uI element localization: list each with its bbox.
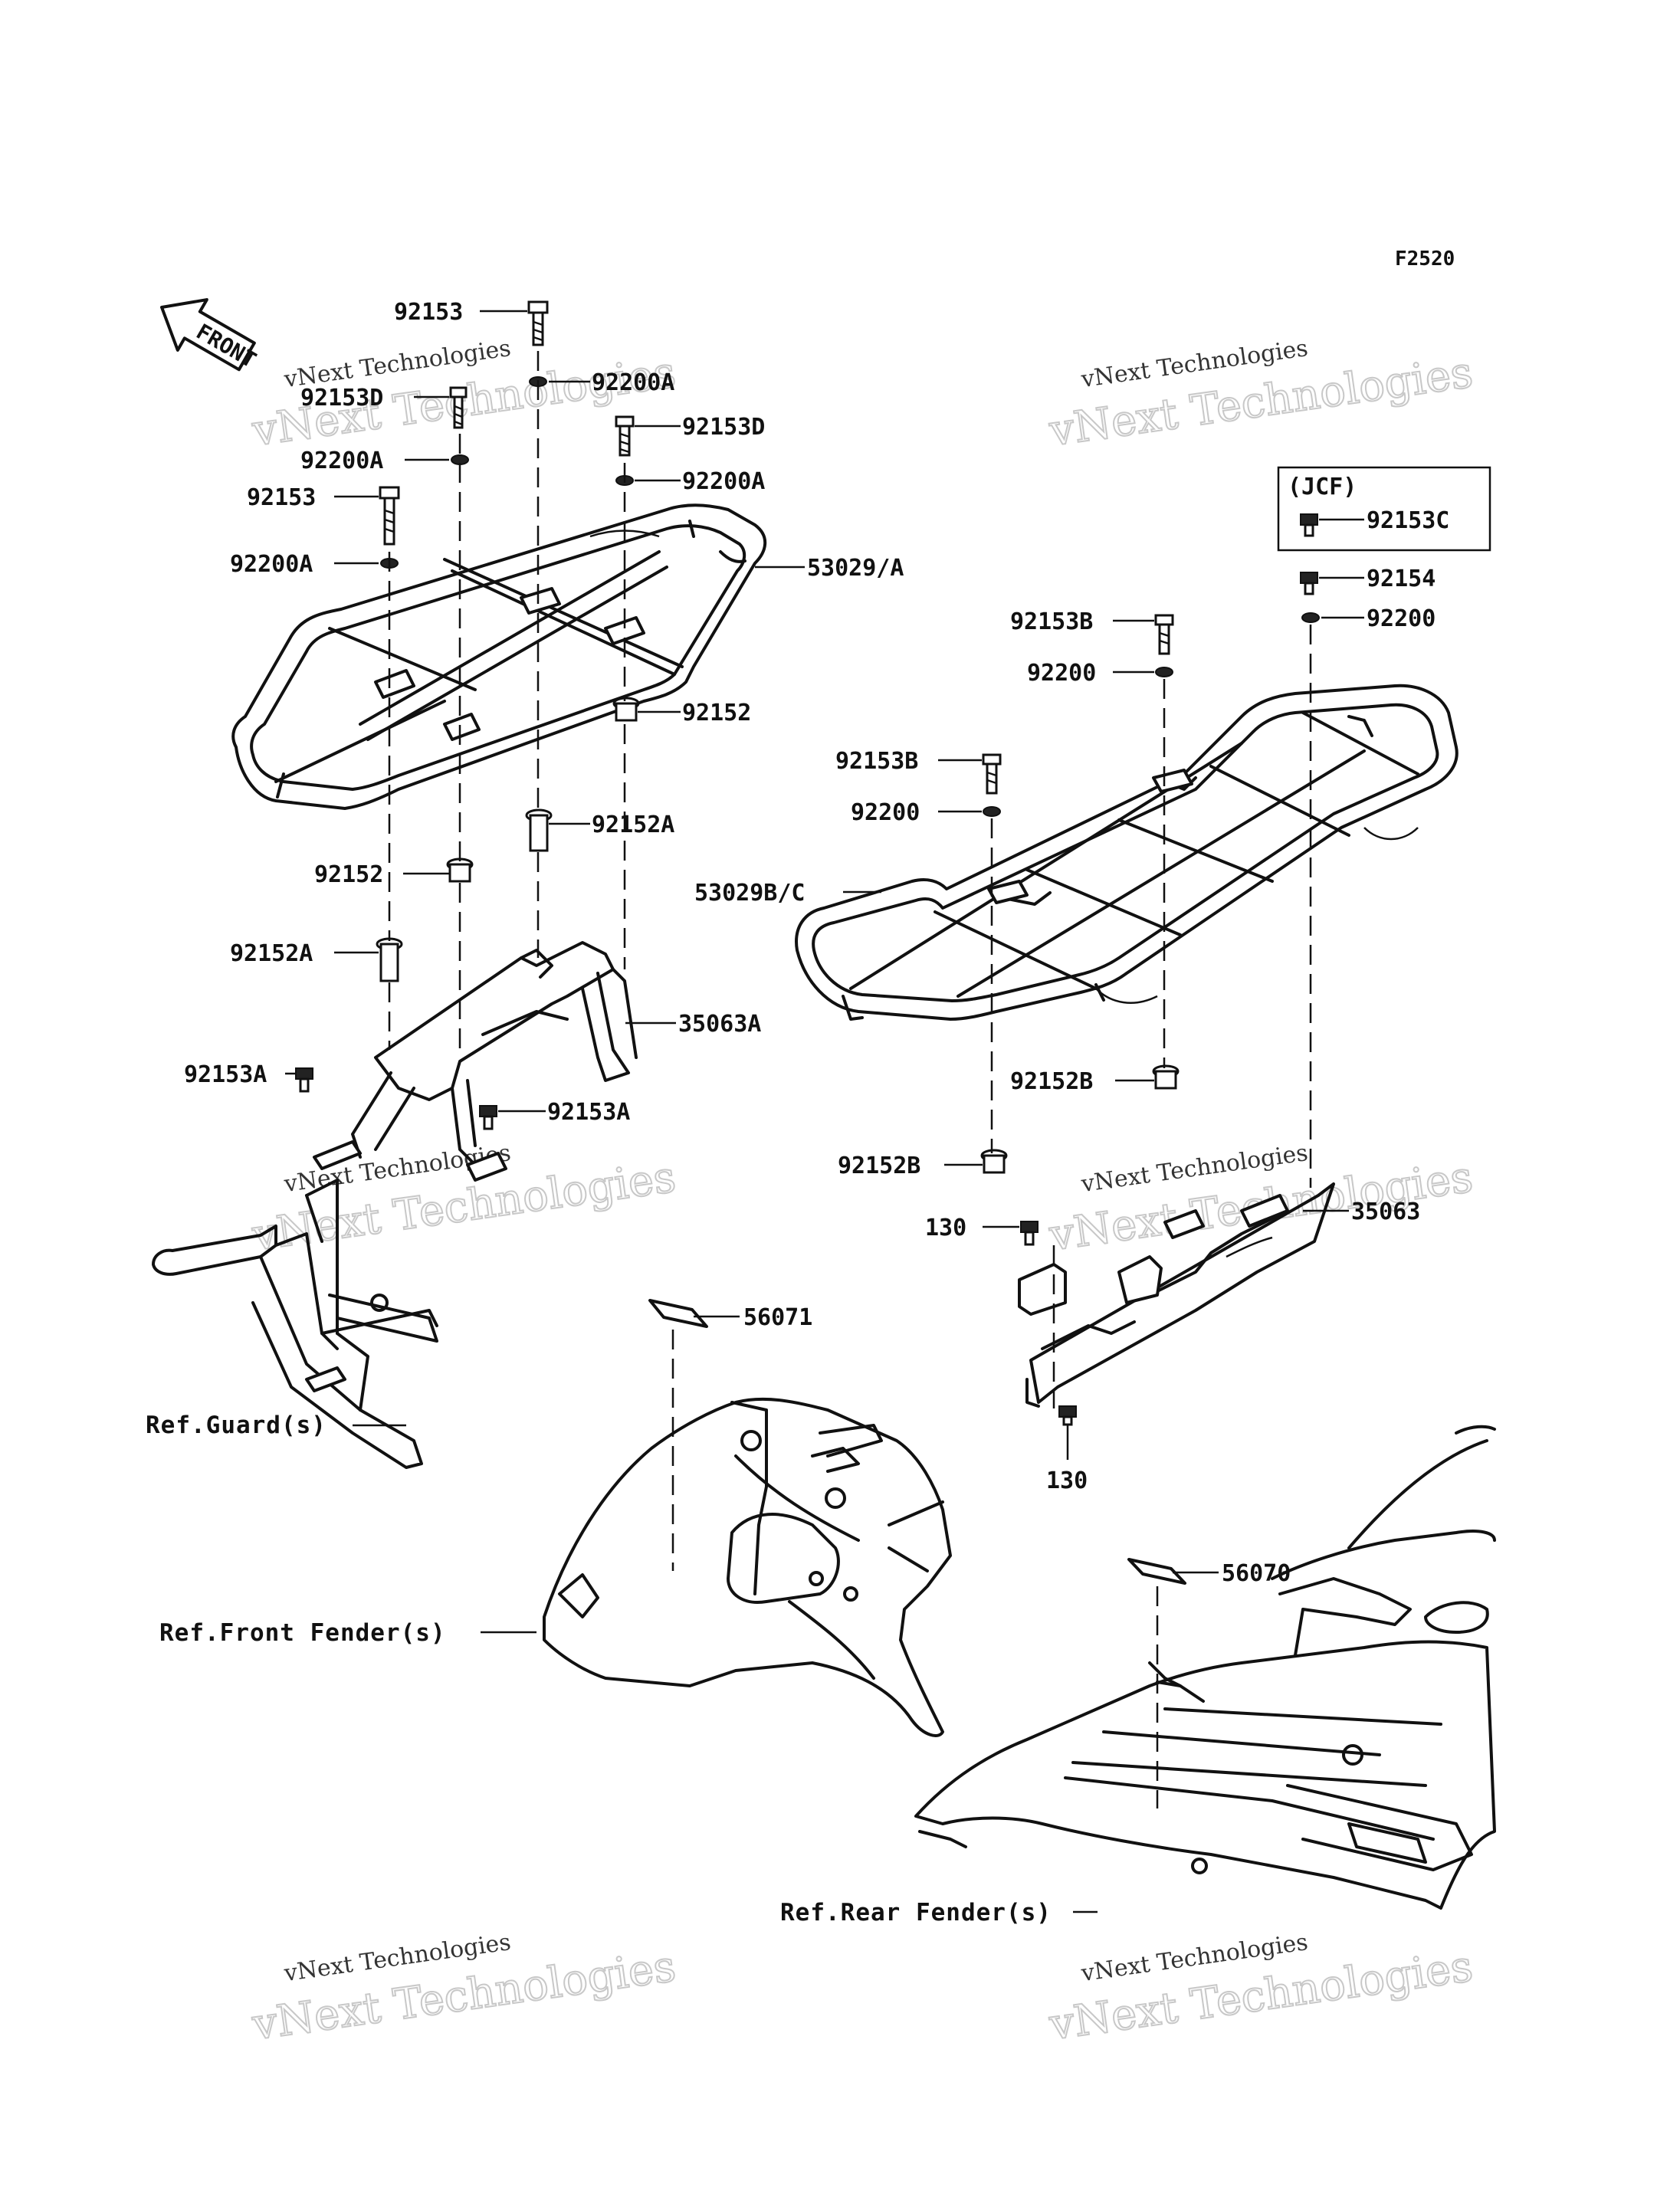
callout-130-2: 130 (1046, 1467, 1088, 1494)
jcf-title: (JCF) (1288, 474, 1357, 500)
decal-56071-icon (648, 1299, 708, 1328)
callout-92152-2: 92152 (314, 861, 383, 888)
bolt-92153b-2-icon (982, 753, 1002, 795)
collar-92152-1-icon (612, 697, 640, 722)
bolt-130-1-icon (1020, 1221, 1039, 1246)
jcf-box: (JCF) 92153C (1277, 466, 1491, 552)
callout-92153b-1: 92153B (1010, 608, 1093, 635)
bolt-92153a-1-icon (295, 1067, 313, 1093)
callout-92153-top: 92153 (394, 299, 463, 326)
callout-92153a-2: 92153A (547, 1099, 630, 1126)
callout-92153a-1: 92153A (184, 1061, 267, 1088)
callout-92200a-2: 92200A (300, 448, 383, 474)
callout-92152b-2: 92152B (838, 1153, 920, 1179)
callout-92153d-2: 92153D (682, 414, 765, 441)
decal-56070-icon (1127, 1558, 1186, 1585)
watermark-mid-right: vNext Technologies vNext Technologies (1045, 1139, 1477, 1261)
washer-92200-3-icon (983, 806, 1001, 817)
callout-92153d-1: 92153D (300, 385, 383, 412)
bolt-92153d-1-icon (449, 386, 468, 429)
front-arrow-icon: FRONT (160, 298, 261, 373)
callout-53029a: 53029/A (807, 555, 904, 582)
collar-92152b-2-icon (980, 1149, 1008, 1174)
collar-92152b-1-icon (1152, 1064, 1180, 1090)
assembly-lines (388, 351, 1312, 1808)
leader-lines (285, 310, 1364, 1913)
watermark-top-right: vNext Technologies vNext Technologies (1045, 335, 1477, 457)
watermark-bottom-left: vNext Technologies vNext Technologies (248, 1929, 680, 2051)
rear-fender-drawing (914, 1425, 1496, 1910)
callout-56070: 56070 (1222, 1560, 1291, 1587)
callout-92154: 92154 (1367, 566, 1436, 592)
callout-92152b-1: 92152B (1010, 1068, 1093, 1095)
washer-92200-1-icon (1301, 612, 1320, 623)
rear-carrier-drawing (795, 684, 1459, 1021)
collar-92152a-1-icon (525, 808, 553, 852)
bolt-130-2-icon (1058, 1405, 1077, 1426)
callout-92200a-1: 92200A (592, 369, 674, 396)
callout-92200a-3: 92200A (682, 468, 765, 495)
reference-rear-fender: Ref.Rear Fender(s) (780, 1899, 1052, 1926)
callout-92153c: 92153C (1367, 507, 1449, 534)
callout-92200-3: 92200 (851, 799, 920, 826)
bolt-92154-icon (1300, 572, 1318, 595)
bolt-92153c-icon (1300, 513, 1318, 537)
diagram-code: F2520 (1395, 248, 1455, 271)
callout-92200-2: 92200 (1027, 660, 1096, 687)
bolt-92153-mid-icon (379, 486, 400, 546)
washer-92200-2-icon (1155, 667, 1173, 677)
callout-92200a-4: 92200A (230, 551, 313, 578)
bolt-92153-top-icon (527, 300, 549, 346)
callout-130-1: 130 (925, 1215, 966, 1241)
front-bracket-drawing (313, 941, 638, 1182)
bolt-92153a-2-icon (479, 1105, 497, 1130)
callout-92152a-2: 92152A (230, 940, 313, 967)
front-fender-drawing (543, 1397, 952, 1737)
front-carrier-drawing (231, 503, 767, 810)
callout-92153-mid: 92153 (247, 484, 316, 511)
reference-front-fender: Ref.Front Fender(s) (159, 1619, 446, 1647)
callout-92152-1: 92152 (682, 700, 751, 726)
watermark-mid-left: vNext Technologies vNext Technologies (248, 1139, 680, 1261)
callout-35063a: 35063A (678, 1011, 761, 1038)
collar-92152a-2-icon (376, 937, 403, 982)
callout-92152a-1: 92152A (592, 812, 674, 838)
callout-92153b-2: 92153B (835, 748, 918, 775)
callout-35063: 35063 (1351, 1199, 1420, 1225)
reference-guard: Ref.Guard(s) (146, 1412, 326, 1439)
watermark-bottom-right: vNext Technologies vNext Technologies (1045, 1929, 1477, 2051)
callout-56071: 56071 (743, 1304, 812, 1331)
collar-92152-2-icon (446, 857, 474, 883)
guard-drawing (152, 1179, 438, 1469)
rear-bracket-drawing (1018, 1182, 1335, 1408)
bolt-92153d-2-icon (615, 415, 635, 457)
callout-53029bc: 53029B/C (694, 880, 806, 907)
bolt-92153b-1-icon (1154, 614, 1174, 655)
callout-92200-1: 92200 (1367, 605, 1436, 632)
